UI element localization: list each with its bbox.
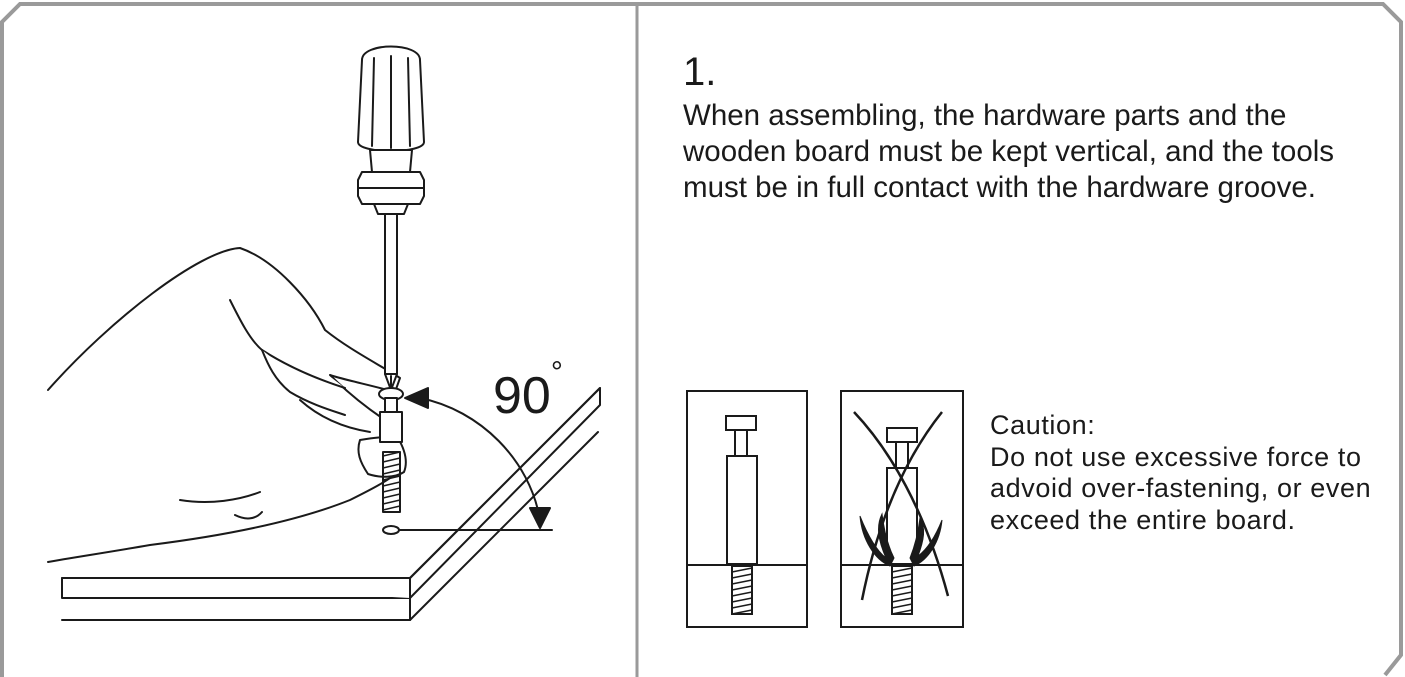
splinter-mark — [859, 512, 943, 567]
step-number: 1. — [683, 50, 717, 94]
incorrect-fastening-diagram — [840, 390, 964, 628]
screwdriver-illustration — [357, 45, 425, 391]
angle-label: 90° — [493, 358, 563, 426]
caution-title: Caution: — [990, 410, 1096, 440]
caution-body: Do not use excessive force to advoid ove… — [990, 441, 1372, 535]
cross-mark — [853, 411, 950, 601]
degree-symbol: ° — [550, 356, 563, 389]
wooden-board — [61, 387, 601, 621]
assembly-illustration — [47, 45, 601, 621]
caution-note: Caution: Do not use excessive force to a… — [990, 410, 1390, 536]
hand-illustration — [47, 247, 407, 563]
angle-value: 90 — [493, 367, 551, 425]
step-instruction: When assembling, the hardware parts and … — [683, 99, 1335, 204]
cam-bolt-illustration — [378, 387, 404, 535]
angle-indicator — [399, 387, 553, 531]
correct-fastening-diagram — [686, 390, 808, 628]
